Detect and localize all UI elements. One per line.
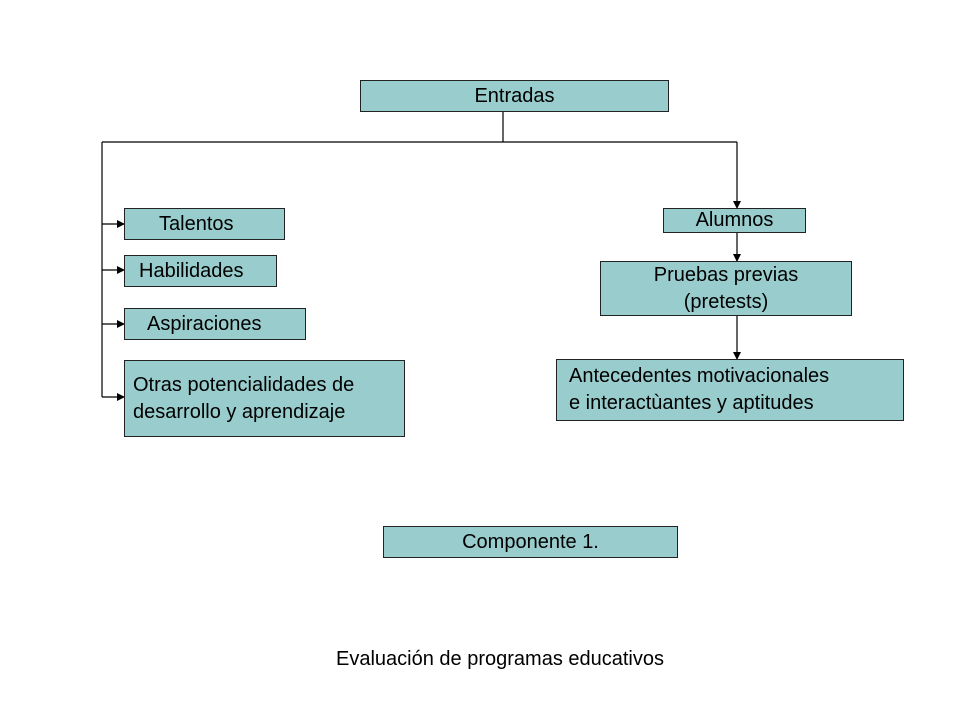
node-talentos: Talentos: [124, 208, 285, 240]
node-habilidades: Habilidades: [124, 255, 277, 287]
node-entradas: Entradas: [360, 80, 669, 112]
node-alumnos: Alumnos: [663, 208, 806, 233]
node-componente: Componente 1.: [383, 526, 678, 558]
node-pruebas-previas: Pruebas previas (pretests): [600, 261, 852, 316]
node-otras-potencialidades: Otras potencialidades de desarrollo y ap…: [124, 360, 405, 437]
diagram-caption: Evaluación de programas educativos: [336, 648, 664, 670]
node-antecedentes: Antecedentes motivacionales e interactùa…: [556, 359, 904, 421]
node-aspiraciones: Aspiraciones: [124, 308, 306, 340]
